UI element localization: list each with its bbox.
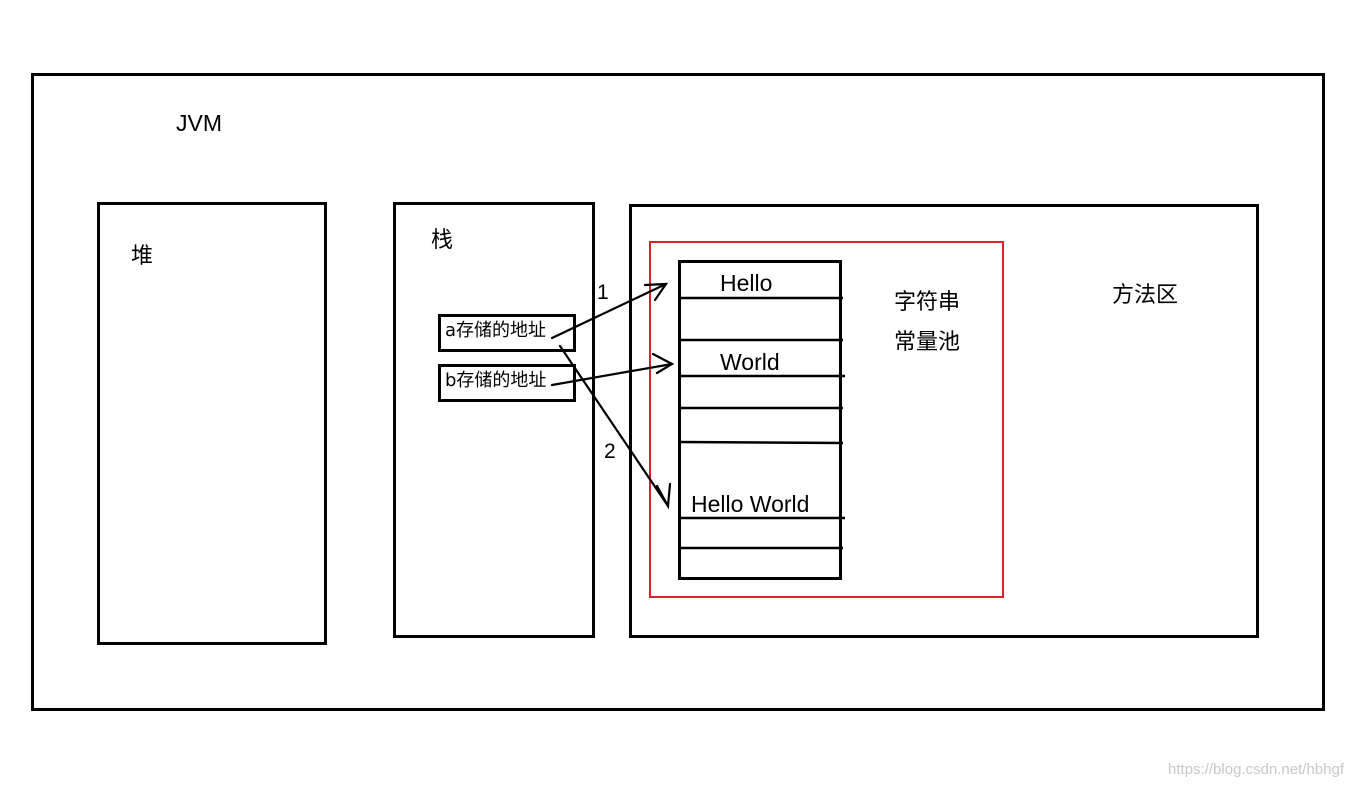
heap-box	[97, 202, 327, 645]
arrow-a-to-hello	[550, 282, 668, 340]
method-area-box	[629, 204, 1259, 638]
stack-var-b: b存储的地址	[438, 364, 576, 402]
arrow-a-to-hello-world-head	[655, 482, 672, 510]
arrow-label-1: 1	[597, 281, 609, 304]
stack-label: 栈	[431, 228, 454, 253]
arrow-b-to-world	[550, 362, 674, 387]
arrow-b-to-world-head	[651, 352, 675, 375]
string-pool-label-line1: 字符串	[894, 289, 961, 314]
string-pool-box	[649, 241, 1004, 598]
stack-var-a: a存储的地址	[438, 314, 576, 352]
arrow-a-to-hello-world	[558, 344, 670, 508]
jvm-label: JVM	[176, 110, 222, 136]
arrow-label-2: 2	[604, 440, 616, 463]
arrow-a-to-hello-head	[643, 282, 669, 302]
watermark: https://blog.csdn.net/hbhgf	[1168, 761, 1344, 778]
stack-box	[393, 202, 595, 638]
string-pool-label-line2: 常量池	[894, 329, 961, 354]
method-area-label: 方法区	[1112, 283, 1179, 308]
pool-cell-hello: Hello	[720, 270, 773, 296]
pool-column	[678, 260, 842, 580]
pool-row-separator	[678, 440, 844, 445]
heap-label: 堆	[131, 244, 154, 269]
pool-cell-hello-world: Hello World	[691, 491, 810, 517]
jvm-box	[31, 73, 1325, 711]
pool-cell-world: World	[720, 349, 780, 375]
